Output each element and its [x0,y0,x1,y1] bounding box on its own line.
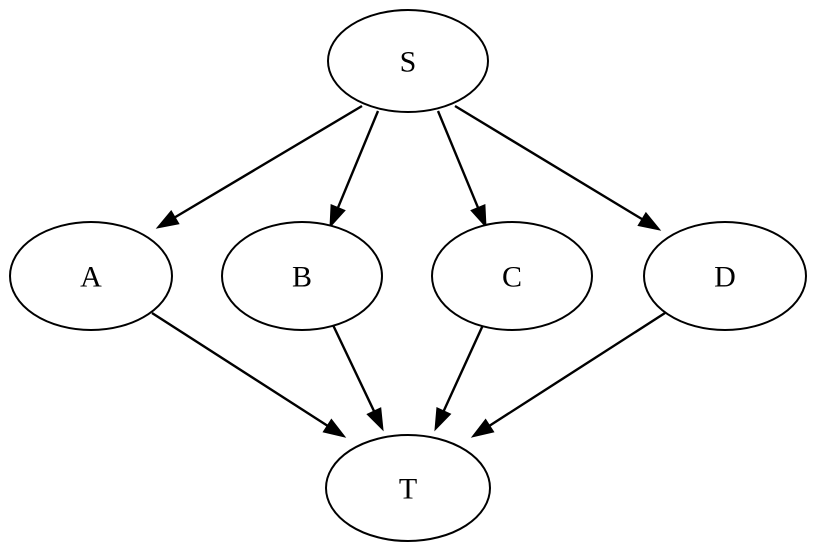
edge-a-t [151,311,347,438]
edge-s-c-arrowhead [470,203,487,229]
node-a-ellipse[interactable] [9,221,173,331]
edge-a-t-line [151,311,331,429]
node-b[interactable]: B [221,221,383,331]
edge-s-d-line [454,104,646,222]
node-t-ellipse[interactable] [325,434,491,542]
edge-d-t-line [486,311,666,429]
edge-d-t [470,311,666,438]
edge-s-d-arrowhead [637,211,662,231]
edge-s-b-line [335,110,380,211]
edge-s-c-line [436,110,481,211]
node-b-ellipse[interactable] [221,221,383,331]
edge-c-t [434,324,485,432]
node-s[interactable]: S [327,9,489,113]
edge-s-b-arrowhead [329,203,346,229]
node-s-ellipse[interactable] [327,9,489,113]
edge-d-t-arrowhead [470,418,495,438]
edge-c-t-arrowhead [434,407,452,432]
edge-s-d [454,104,662,231]
node-d[interactable]: D [643,221,807,331]
node-c[interactable]: C [431,221,593,331]
nodes-layer: S A B C D T [9,9,807,542]
edge-s-a-arrowhead [155,209,180,229]
edge-s-c [436,110,487,229]
edge-b-t-arrowhead [366,407,384,432]
node-t[interactable]: T [325,434,491,542]
edge-a-t-arrowhead [322,418,347,438]
edge-b-t-line [331,324,377,415]
node-a[interactable]: A [9,221,173,331]
edge-b-t [331,324,384,432]
node-c-ellipse[interactable] [431,221,593,331]
edge-s-b [329,110,380,229]
edge-s-a-line [171,104,363,220]
edge-s-a [155,104,363,229]
edge-c-t-line [441,324,485,415]
edges-layer [151,104,666,438]
node-d-ellipse[interactable] [643,221,807,331]
